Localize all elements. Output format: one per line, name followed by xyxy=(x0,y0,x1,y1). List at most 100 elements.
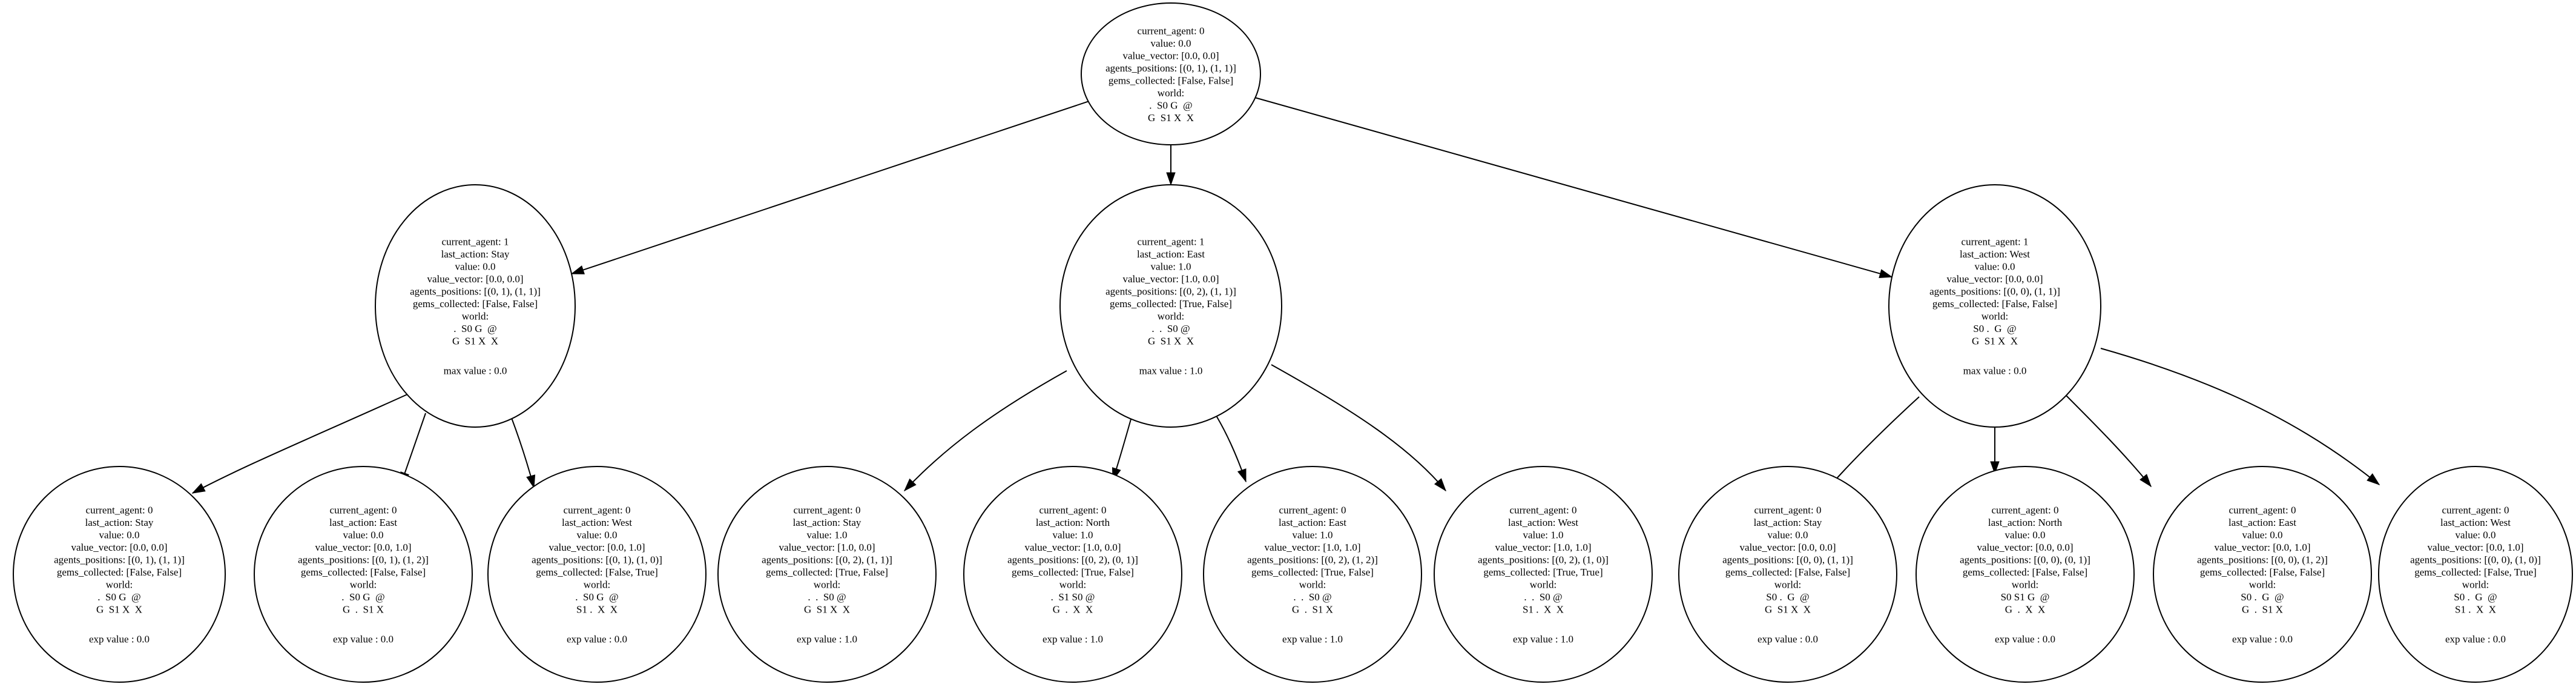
edge-root-to-stay xyxy=(571,101,1089,274)
node-line: agents_positions: [(0, 1), (1, 0)] xyxy=(532,554,662,565)
edge-root-to-west xyxy=(1255,97,1892,278)
node-line: . S0 G @ xyxy=(453,323,496,334)
node-line: S1 . X X xyxy=(1523,603,1564,615)
node-line: world: xyxy=(106,579,133,590)
node-line: value_vector: [0.0, 1.0] xyxy=(2427,542,2523,553)
node-line: world: xyxy=(584,579,610,590)
node-line: value: 0.0 xyxy=(2004,529,2045,540)
node-line: current_agent: 0 xyxy=(1754,504,1822,516)
node-line: last_action: Stay xyxy=(1754,517,1822,528)
node-value-label: exp value : 1.0 xyxy=(1043,634,1103,645)
node-line: value: 0.0 xyxy=(99,529,139,540)
node-line: agents_positions: [(0, 2), (1, 1)] xyxy=(1105,285,1236,297)
node-value-label: exp value : 0.0 xyxy=(2232,634,2293,645)
edge-east-to-east-east-arrowhead xyxy=(1237,468,1247,483)
node-line: G . X X xyxy=(2005,603,2046,615)
node-line: gems_collected: [True, False] xyxy=(766,566,888,578)
node-line: world: xyxy=(2249,579,2276,590)
node-line: world: xyxy=(2462,579,2489,590)
node-line: . . S0 @ xyxy=(1524,591,1562,603)
edge-west-to-west-west xyxy=(2100,348,2380,485)
node-line: value_vector: [0.0, 0.0] xyxy=(1946,273,2043,285)
node-line: value_vector: [0.0, 0.0] xyxy=(1977,542,2073,553)
node-line: world: xyxy=(1530,579,1556,590)
node-line: . . S0 @ xyxy=(1151,323,1190,334)
node-line: current_agent: 0 xyxy=(564,504,631,516)
edge-east-to-east-stay xyxy=(904,370,1067,491)
node-line: current_agent: 0 xyxy=(1039,504,1107,516)
node-line: last_action: Stay xyxy=(85,517,154,528)
node-value-label: exp value : 1.0 xyxy=(1282,634,1343,645)
node-line: agents_positions: [(0, 0), (0, 1)] xyxy=(1960,554,2090,565)
node-line: gems_collected: [True, False] xyxy=(1251,566,1374,578)
node-line: agents_positions: [(0, 2), (1, 1)] xyxy=(762,554,892,565)
node-line: value_vector: [0.0, 1.0] xyxy=(2214,542,2310,553)
edge-west-to-west-stay xyxy=(1828,396,1920,488)
node-ellipse xyxy=(1081,2,1261,145)
node-line: world: xyxy=(1158,87,1184,99)
node-line: world: xyxy=(1774,579,1801,590)
node-line: agents_positions: [(0, 1), (1, 1)] xyxy=(1105,62,1236,74)
node-ellipse xyxy=(2153,466,2372,683)
node-value-label: exp value : 0.0 xyxy=(567,634,627,645)
node-line: gems_collected: [False, True] xyxy=(536,566,658,578)
node-line: last_action: West xyxy=(562,517,632,528)
node-line: value_vector: [0.0, 0.0] xyxy=(71,542,167,553)
node-line: value_vector: [0.0, 0.0] xyxy=(1739,542,1836,553)
node-line: last_action: East xyxy=(2228,517,2296,528)
node-line: world: xyxy=(350,579,377,590)
node-line: . S0 G @ xyxy=(1149,99,1192,111)
node-ellipse xyxy=(375,184,576,428)
node-line: G . S1 X xyxy=(2242,603,2283,615)
edge-stay-to-stay-stay-arrowhead xyxy=(191,483,206,494)
node-ellipse xyxy=(1059,184,1282,428)
node-line: world: xyxy=(1059,579,1086,590)
node-line: last_action: East xyxy=(1137,248,1205,260)
node-line: value_vector: [0.0, 1.0] xyxy=(548,542,645,553)
node-line: value: 1.0 xyxy=(1052,529,1093,540)
node-line: value: 0.0 xyxy=(1974,261,2015,272)
node-line: world: xyxy=(462,310,489,322)
node-line: . S0 G @ xyxy=(97,591,140,603)
node-line: current_agent: 0 xyxy=(2229,504,2296,516)
node-value-label: exp value : 0.0 xyxy=(2445,634,2506,645)
node-line: agents_positions: [(0, 2), (0, 1)] xyxy=(1007,554,1138,565)
edge-stay-to-stay-stay xyxy=(192,393,409,494)
node-line: value: 1.0 xyxy=(1523,529,1563,540)
node-line: gems_collected: [False, False] xyxy=(1963,566,2087,578)
edge-stay-to-stay-west-arrowhead xyxy=(526,474,536,489)
node-line: last_action: West xyxy=(2440,517,2511,528)
node-line: last_action: East xyxy=(1279,517,1346,528)
node-value-label: exp value : 0.0 xyxy=(1995,634,2055,645)
node-line: value: 0.0 xyxy=(2455,529,2495,540)
node-line: G S1 X X xyxy=(452,335,498,347)
node-line: agents_positions: [(0, 1), (1, 1)] xyxy=(410,285,541,297)
node-line: agents_positions: [(0, 0), (1, 2)] xyxy=(2197,554,2328,565)
node-line: current_agent: 0 xyxy=(1992,504,2059,516)
node-line: last_action: West xyxy=(1508,517,1578,528)
node-line: agents_positions: [(0, 0), (1, 1)] xyxy=(1929,285,2060,297)
edge-west-to-west-east-arrowhead xyxy=(2140,474,2152,488)
node-line: current_agent: 1 xyxy=(1962,236,2029,247)
node-line: G S1 X X xyxy=(1765,603,1811,615)
node-line: value_vector: [1.0, 1.0] xyxy=(1495,542,1591,553)
node-line: G S1 X X xyxy=(1148,112,1194,124)
node-line: value: 0.0 xyxy=(1767,529,1808,540)
node-line: world: xyxy=(814,579,840,590)
node-line: value_vector: [1.0, 0.0] xyxy=(1024,542,1121,553)
node-line: . . S0 @ xyxy=(808,591,846,603)
node-value-label: exp value : 1.0 xyxy=(797,634,857,645)
node-line: last_action: North xyxy=(1036,517,1110,528)
node-line: value: 0.0 xyxy=(576,529,617,540)
edge-east-to-east-stay-arrowhead xyxy=(903,478,917,492)
node-line: current_agent: 0 xyxy=(1138,25,1205,36)
